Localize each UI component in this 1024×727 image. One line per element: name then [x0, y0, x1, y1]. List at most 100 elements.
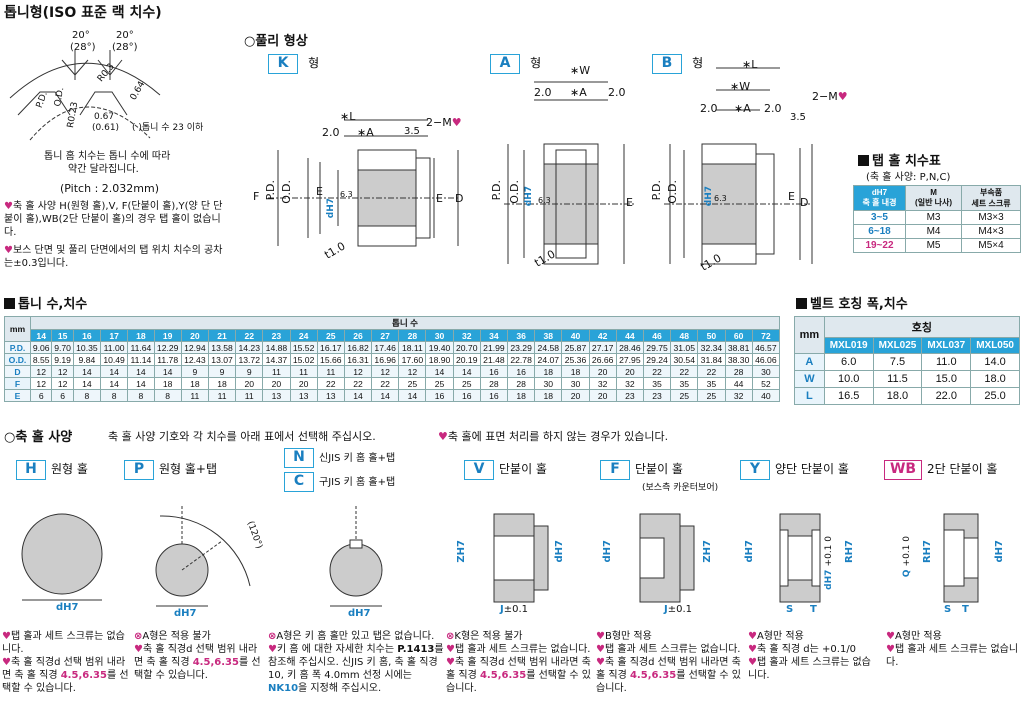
table-cell: 12: [398, 365, 427, 378]
table-cell: 22.78: [507, 353, 536, 366]
table-cell: 20: [289, 377, 318, 390]
table-cell: 14.37: [262, 353, 291, 366]
tooth-count-header: 60: [724, 329, 753, 342]
type-b-header: B 형: [652, 52, 703, 74]
table-cell: 27.17: [588, 341, 617, 354]
k-dim-E: E: [316, 185, 323, 198]
table-row: W 10.0 11.5 15.0 18.0: [794, 370, 1020, 388]
note-n: ⊗A형은 키 홈 홀만 있고 탭은 없습니다. ♥키 홈 에 대한 자세한 치수…: [268, 631, 444, 694]
tooth-count-header: 38: [534, 329, 563, 342]
angle2b-label: (28°): [112, 42, 138, 53]
table-cell: 14: [425, 365, 454, 378]
k-dim-d: dH7: [326, 198, 336, 219]
table-cell: 9: [235, 365, 264, 378]
table-cell: 23.29: [507, 341, 536, 354]
table-cell: 23: [642, 389, 672, 402]
table-cell: 6: [51, 389, 74, 402]
b-dim-D: D: [800, 196, 809, 209]
table-cell: 15.66: [316, 353, 345, 366]
table-cell: 14: [343, 389, 373, 402]
table-cell: 25.87: [561, 341, 590, 354]
table-cell: 14: [371, 389, 400, 402]
table-row: 3~5 M3 M3×3: [853, 210, 1021, 225]
tooth-profile-title: 톱니형(ISO 표준 랙 치수): [4, 5, 162, 21]
tooth-count-header: 18: [127, 329, 155, 342]
tooth-count-header: 17: [99, 329, 129, 342]
k-dim-E2: E: [436, 192, 443, 205]
tap-table-title: 탭 홀 치수표: [858, 150, 941, 169]
tooth-count-header: 27: [371, 329, 400, 342]
tooth-count-header: 32: [452, 329, 481, 342]
b-dim-63: 6.3: [714, 194, 727, 203]
table-cell: 18: [561, 365, 590, 378]
a-dim-A: ∗A: [570, 86, 587, 99]
table-cell: 10.35: [72, 341, 102, 354]
table-cell: 17.60: [398, 353, 427, 366]
v-dim-z: ZH7: [456, 540, 467, 563]
table-cell: 12: [51, 377, 74, 390]
paren-note: ( )톱니 수 23 이하: [132, 123, 204, 133]
tooth-count-header: 42: [588, 329, 617, 342]
tooth-count-header: 15: [51, 329, 74, 342]
table-cell: 12: [29, 377, 53, 390]
tooth-count-header: 50: [697, 329, 726, 342]
row-label: D: [4, 365, 31, 378]
table-cell: 16.31: [343, 353, 373, 366]
table-cell: 8: [99, 389, 129, 402]
note-v: ⊗K형은 적용 불가 ♥탭 홀과 세트 스크류는 없습니다. ♥축 홀 직경d …: [446, 631, 591, 694]
b-dim-35: 3.5: [790, 112, 806, 123]
table-cell: 14.23: [235, 341, 264, 354]
tooth-count-header: 14: [29, 329, 53, 342]
table-cell: 12: [371, 365, 400, 378]
type-a-badge: A: [490, 54, 520, 74]
table-cell: 13: [262, 389, 291, 402]
note-h: ♥탭 홀과 세트 스크류는 없습니다. ♥축 홀 직경d 선택 범위 내라면 축…: [2, 631, 129, 694]
type-k-badge: K: [268, 54, 298, 74]
table-cell: 14.88: [262, 341, 291, 354]
table-cell: 23: [615, 389, 644, 402]
type-k-drawing: [268, 119, 459, 247]
table-cell: 8.55: [29, 353, 53, 366]
b-dim-A: ∗A: [734, 102, 751, 115]
type-b-drawing: [664, 67, 813, 265]
a-dim-E: E: [626, 196, 633, 209]
angle1b-label: (28°): [70, 42, 96, 53]
f-dim-z: ZH7: [702, 540, 713, 563]
belt-width-table: mm 호칭 MXL019 MXL025 MXL037 MXL050 A 6.0 …: [794, 316, 1021, 405]
table-cell: 16: [425, 389, 454, 402]
table-cell: 14: [127, 377, 155, 390]
table-cell: 11.78: [153, 353, 182, 366]
table-cell: 25: [425, 377, 454, 390]
table-cell: 13: [289, 389, 318, 402]
table-cell: 14: [127, 365, 155, 378]
tooth-count-header: 72: [751, 329, 781, 342]
shaft-drawings: [21, 506, 979, 607]
table-cell: 15.52: [289, 341, 318, 354]
table-cell: 28.46: [615, 341, 644, 354]
k-dim-A: ∗A: [357, 126, 374, 139]
tooth-count-header: 24: [289, 329, 318, 342]
table-cell: 11.14: [127, 353, 155, 366]
b-dim-2m: 2−M♥: [812, 90, 848, 103]
table-cell: 19.40: [425, 341, 454, 354]
y-dim-d-tol: dH7 +0.1 0: [824, 536, 834, 590]
table-cell: 38.30: [724, 353, 753, 366]
row-label: F: [4, 377, 31, 390]
table-cell: 12: [51, 365, 74, 378]
k-dim-pd: P.D.: [264, 180, 277, 201]
table-cell: 9: [180, 365, 209, 378]
table-cell: 18: [534, 365, 563, 378]
table-cell: 44: [724, 377, 753, 390]
type-a-header: A 형: [490, 52, 541, 74]
table-cell: 22: [371, 377, 400, 390]
table-cell: 13: [316, 389, 345, 402]
table-cell: 18: [534, 389, 563, 402]
table-cell: 11: [262, 365, 291, 378]
a-dim-pd: P.D.: [490, 180, 503, 201]
table-cell: 14: [398, 389, 427, 402]
